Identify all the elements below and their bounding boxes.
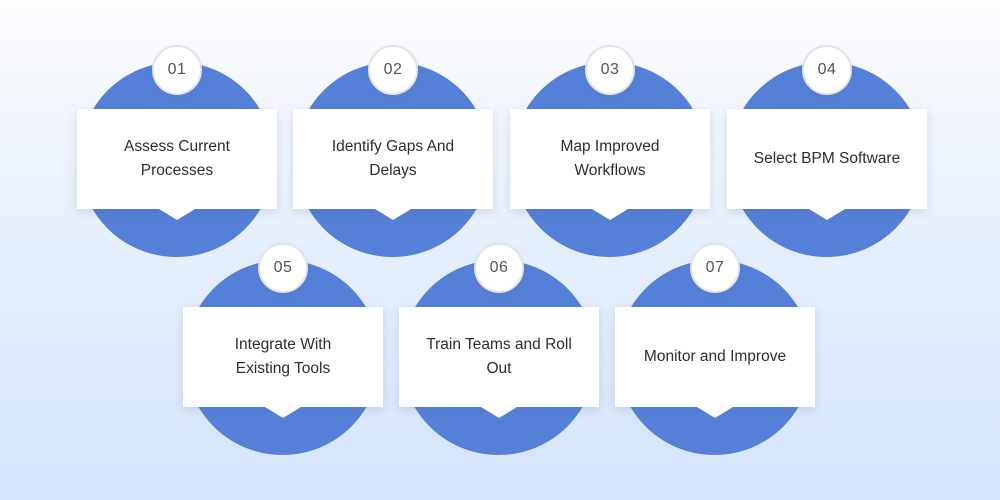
step-05: Integrate With Existing Tools 05 bbox=[175, 243, 391, 455]
step-07: Monitor and Improve 07 bbox=[607, 243, 823, 455]
card-pointer-icon bbox=[375, 209, 411, 220]
card-pointer-icon bbox=[592, 209, 628, 220]
step-card: Map Improved Workflows bbox=[510, 109, 710, 209]
step-02: Identify Gaps And Delays 02 bbox=[285, 45, 501, 257]
step-number-badge: 06 bbox=[474, 243, 524, 293]
step-number-badge: 04 bbox=[802, 45, 852, 95]
step-label: Select BPM Software bbox=[753, 150, 901, 167]
step-number-badge: 03 bbox=[585, 45, 635, 95]
step-card: Monitor and Improve bbox=[615, 307, 815, 407]
card-pointer-icon bbox=[159, 209, 195, 220]
step-number-badge: 02 bbox=[368, 45, 418, 95]
card-pointer-icon bbox=[265, 407, 301, 418]
step-label: Identify Gaps And Delays bbox=[331, 138, 455, 179]
step-label: Integrate With Existing Tools bbox=[234, 336, 332, 377]
step-04: Select BPM Software 04 bbox=[719, 45, 935, 257]
card-pointer-icon bbox=[697, 407, 733, 418]
step-label: Assess Current Processes bbox=[124, 138, 230, 179]
step-number-badge: 05 bbox=[258, 243, 308, 293]
step-01: Assess Current Processes 01 bbox=[69, 45, 285, 257]
step-card: Assess Current Processes bbox=[77, 109, 277, 209]
step-number-badge: 07 bbox=[690, 243, 740, 293]
step-card: Select BPM Software bbox=[727, 109, 927, 209]
step-number-badge: 01 bbox=[152, 45, 202, 95]
step-card: Identify Gaps And Delays bbox=[293, 109, 493, 209]
card-pointer-icon bbox=[809, 209, 845, 220]
step-card: Integrate With Existing Tools bbox=[183, 307, 383, 407]
step-card: Train Teams and Roll Out bbox=[399, 307, 599, 407]
step-label: Map Improved Workflows bbox=[560, 138, 660, 179]
step-03: Map Improved Workflows 03 bbox=[502, 45, 718, 257]
step-06: Train Teams and Roll Out 06 bbox=[391, 243, 607, 455]
card-pointer-icon bbox=[481, 407, 517, 418]
step-label: Train Teams and Roll Out bbox=[426, 336, 572, 377]
step-label: Monitor and Improve bbox=[643, 348, 787, 365]
